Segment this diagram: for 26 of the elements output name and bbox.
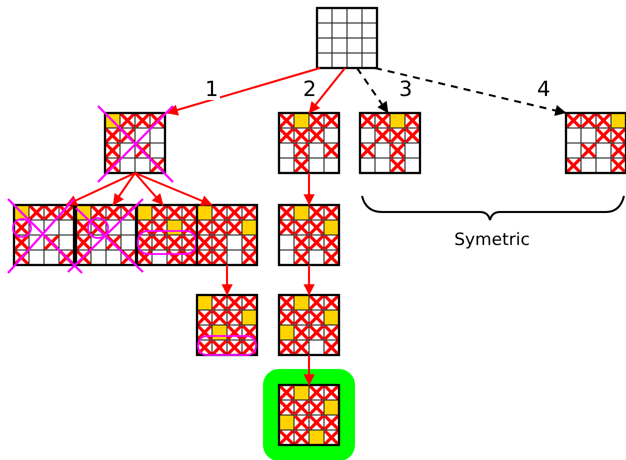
board-drawing bbox=[14, 205, 74, 265]
arrow bbox=[112, 172, 136, 206]
board-drawing bbox=[105, 113, 165, 173]
board-drawing bbox=[137, 205, 197, 265]
arrow bbox=[222, 265, 233, 296]
arrow bbox=[304, 265, 315, 296]
brace-label: Symetric bbox=[454, 230, 530, 250]
board-drawing bbox=[197, 295, 257, 355]
arrow bbox=[356, 67, 389, 114]
arrow bbox=[134, 172, 212, 206]
arrow bbox=[308, 67, 346, 114]
board-drawing bbox=[279, 295, 339, 355]
arrow bbox=[304, 355, 315, 386]
board-drawing bbox=[197, 205, 257, 265]
arrow bbox=[66, 172, 136, 206]
arrow bbox=[166, 67, 320, 116]
board-drawing bbox=[360, 113, 420, 173]
board-drawing bbox=[279, 113, 339, 173]
board-drawing bbox=[279, 205, 339, 265]
board-drawing bbox=[76, 205, 136, 265]
arrow bbox=[374, 67, 566, 116]
board-drawing bbox=[566, 113, 626, 173]
arrow bbox=[134, 172, 164, 206]
board-drawing bbox=[279, 385, 339, 445]
arrow bbox=[304, 173, 315, 206]
board-drawing bbox=[317, 8, 377, 68]
